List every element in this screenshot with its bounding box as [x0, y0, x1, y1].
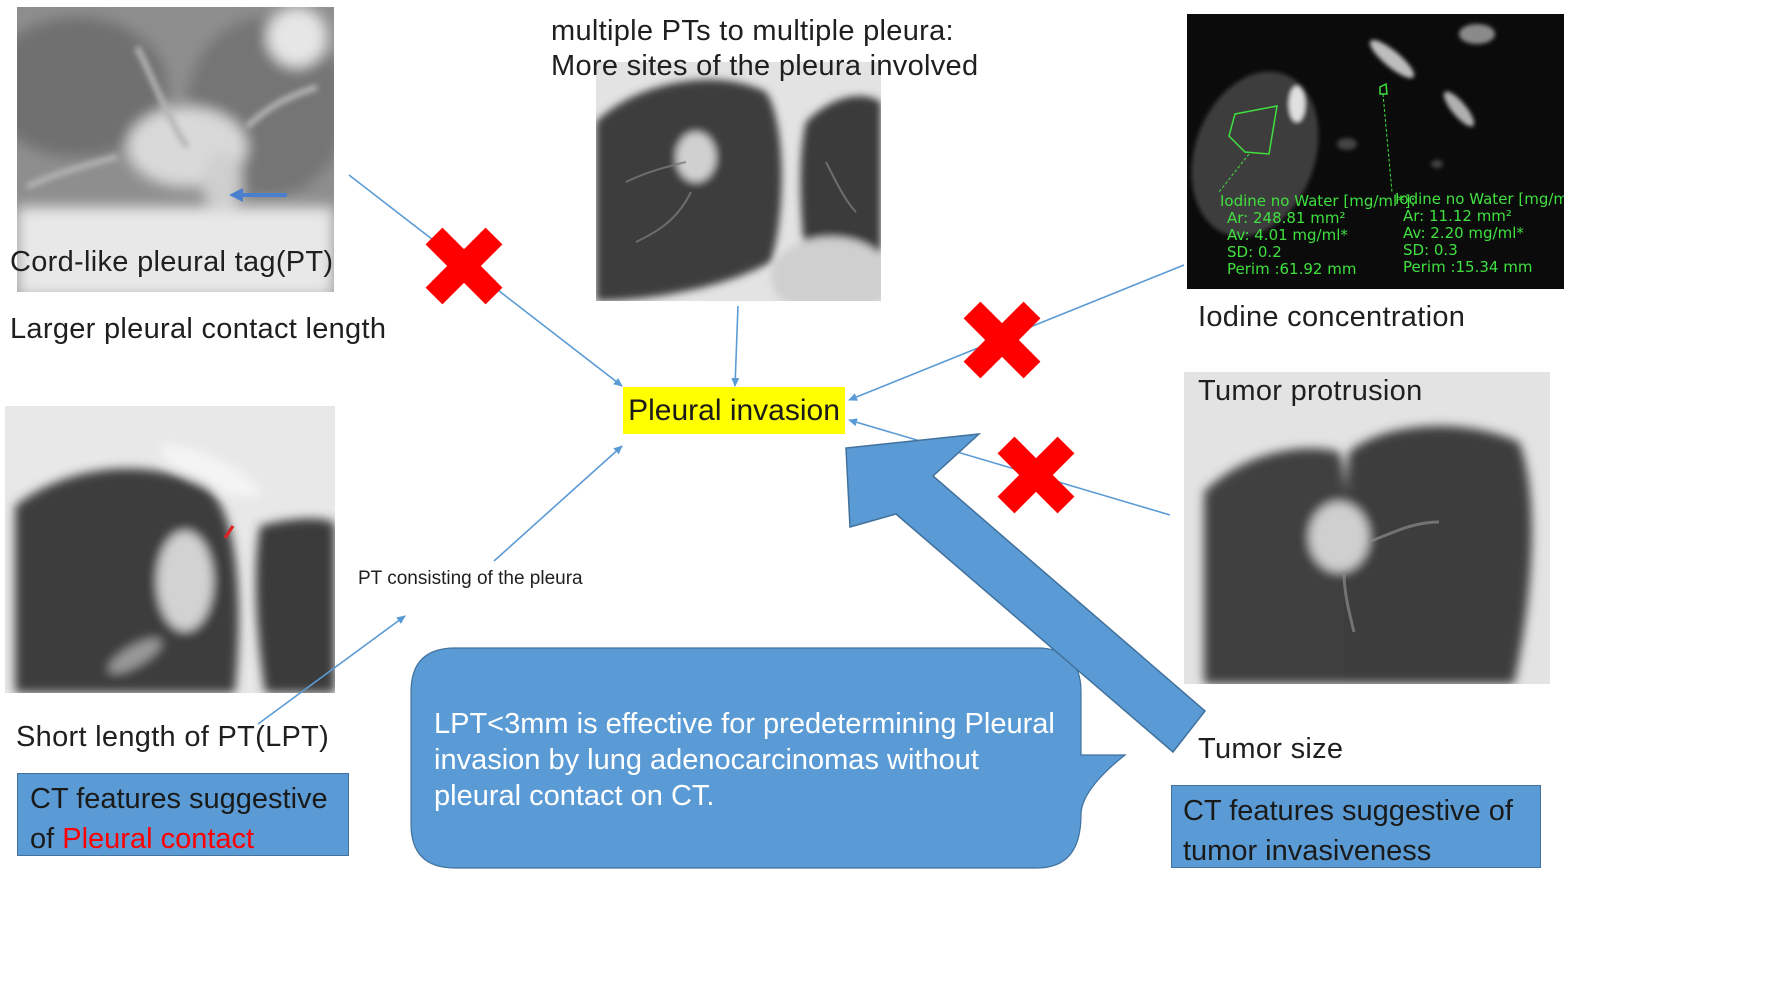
caption-cord-like-pleural-tag: Cord-like pleural tag(PT) [10, 246, 334, 278]
arrow-from-tumor-protrusion [848, 418, 1171, 516]
arrow-indicator-icon [229, 188, 287, 202]
red-cross-icon-tumor-protrusion [997, 436, 1075, 514]
roi1-average: Av: 4.01 mg/ml* [1227, 226, 1348, 244]
roi2-average: Av: 2.20 mg/ml* [1403, 224, 1524, 242]
red-cross-icon-cord-like-pt [425, 227, 503, 305]
pleural-contact-highlight: Pleural contact [62, 823, 255, 855]
box-tumor-invasiveness-line2: tumor invasiveness [1183, 835, 1432, 867]
box-ct-features-tumor-invasiveness: CT features suggestive of tumor invasive… [1171, 785, 1541, 868]
ct-image-cord-like-pleural-tag [17, 7, 334, 292]
arrow-from-multiple-pts [731, 305, 740, 387]
box-ct-features-pleural-contact: CT features suggestive of Pleural contac… [17, 773, 349, 856]
caption-multiple-pts-line2: More sites of the pleura involved [551, 50, 979, 82]
ct-image-iodine-map: Iodine no Water [mg/ml*]: Ar: 248.81 mm²… [1187, 14, 1564, 289]
box-pleural-contact-prefix: of [30, 823, 63, 855]
caption-iodine-concentration: Iodine concentration [1198, 301, 1466, 333]
roi2-perimeter: Perim :15.34 mm [1403, 258, 1532, 276]
caption-multiple-pts-line1: multiple PTs to multiple pleura: [551, 15, 954, 47]
roi2-title: Iodine no Water [mg/ml*]: [1395, 190, 1564, 208]
box-pleural-contact-line2: of Pleural contact [30, 819, 348, 859]
callout-line3: pleural contact on CT. [434, 780, 715, 812]
ct-image-multiple-pleural-tags [596, 62, 881, 301]
arrow-to-pt-consisting [257, 615, 406, 725]
roi1-perimeter: Perim :61.92 mm [1227, 260, 1356, 278]
label-pt-consisting-of-pleura: PT consisting of the pleura [358, 568, 583, 589]
ct-image-tumor-protrusion [1184, 372, 1550, 684]
callout-line2: invasion by lung adenocarcinomas without [434, 744, 979, 776]
callout-text: LPT<3mm is effective for predetermining … [434, 706, 1074, 814]
roi2-sd: SD: 0.3 [1403, 241, 1458, 259]
center-pleural-invasion: Pleural invasion [623, 387, 845, 434]
ct-image-short-pleural-tag [5, 406, 335, 693]
roi2-area: Ar: 11.12 mm² [1403, 207, 1512, 225]
caption-tumor-size: Tumor size [1198, 733, 1344, 765]
roi1-sd: SD: 0.2 [1227, 243, 1282, 261]
caption-short-length-of-pt: Short length of PT(LPT) [16, 721, 330, 753]
arrow-from-pt-consisting [493, 445, 623, 562]
big-arrow-from-tumor-size [845, 433, 1207, 754]
callout-bubble [410, 647, 1127, 869]
box-tumor-invasiveness-line1: CT features suggestive of [1183, 795, 1513, 827]
roi1-title: Iodine no Water [mg/ml*]: [1220, 192, 1416, 210]
caption-larger-pleural-contact-length: Larger pleural contact length [10, 313, 387, 345]
box-pleural-contact-line1: CT features suggestive [30, 783, 328, 815]
caption-tumor-protrusion: Tumor protrusion [1198, 375, 1423, 407]
red-cross-icon-iodine [963, 301, 1041, 379]
callout-line1: LPT<3mm is effective for predetermining … [434, 708, 1055, 740]
roi1-area: Ar: 248.81 mm² [1227, 209, 1345, 227]
